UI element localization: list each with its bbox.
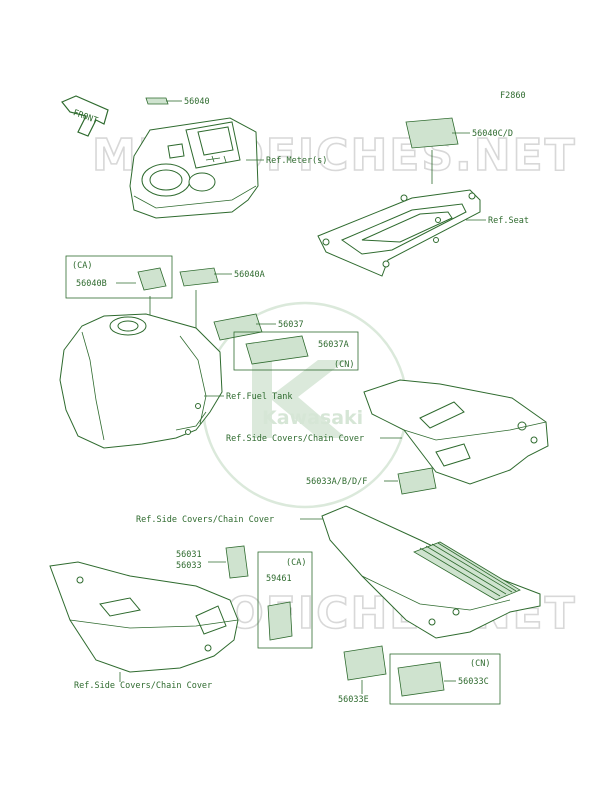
ca-label-top: (CA) (72, 261, 92, 271)
fuel-tank-group: (CA) 56040B 56040A 56037 56037A (CN) Ref… (59, 255, 359, 449)
label-56033c: 56033C (458, 677, 489, 687)
diagram-code: F2860 (500, 91, 526, 101)
seat-assembly: 56040C/D Ref.Seat (317, 117, 529, 277)
cn-label-top: (CN) (334, 360, 354, 370)
label-56033: 56033 (176, 561, 202, 571)
ref-side-covers-label-3: Ref.Side Covers/Chain Cover (74, 681, 212, 691)
label-56040a-decal (179, 267, 219, 287)
label-56033c-decal (397, 661, 445, 697)
chain-cover: Ref.Side Covers/Chain Cover 56033E (CN) … (136, 505, 541, 705)
label-56037a-decal (245, 335, 309, 365)
label-56040: 56040 (184, 97, 210, 107)
side-cover-lower: 56031 56033 (CA) 59461 Ref.Side Covers/C… (49, 545, 313, 691)
ca-box-bottom (257, 551, 313, 649)
cn-box-bottom (389, 653, 501, 705)
meter-assembly: 56040 Ref.Meter(s) (129, 97, 327, 219)
cn-label-bottom: (CN) (470, 659, 490, 669)
label-56033e: 56033E (338, 695, 369, 705)
label-56033abdf-decal (397, 467, 437, 495)
watermark-brand: Kawasaki (262, 407, 363, 429)
cn-box-top (233, 331, 359, 371)
label-56037a: 56037A (318, 340, 349, 350)
ca-box-top (65, 255, 173, 299)
label-56040b: 56040B (76, 279, 107, 289)
ref-side-covers-label-1: Ref.Side Covers/Chain Cover (226, 434, 364, 444)
ref-side-covers-label-2: Ref.Side Covers/Chain Cover (136, 515, 274, 525)
label-56040a: 56040A (234, 270, 265, 280)
side-cover-upper: Ref.Side Covers/Chain Cover 56033A/B/D/F (226, 379, 549, 495)
ref-meter-label: Ref.Meter(s) (266, 156, 327, 166)
label-56040-decal (145, 97, 169, 105)
label-56040cd-decal (405, 117, 459, 149)
ref-seat-label: Ref.Seat (488, 216, 529, 226)
label-59461: 59461 (266, 574, 292, 584)
label-59461-decal (267, 601, 293, 641)
label-56037: 56037 (278, 320, 304, 330)
label-56037-decal (213, 313, 263, 341)
label-56033e-decal (343, 645, 387, 681)
label-56040b-decal (137, 267, 167, 291)
label-56040cd: 56040C/D (472, 129, 513, 139)
label-56031-decal (225, 545, 249, 579)
ref-fuel-tank-label: Ref.Fuel Tank (226, 392, 293, 402)
ca-label-bottom: (CA) (286, 558, 306, 568)
label-56031: 56031 (176, 550, 202, 560)
label-56033abdf: 56033A/B/D/F (306, 477, 367, 487)
